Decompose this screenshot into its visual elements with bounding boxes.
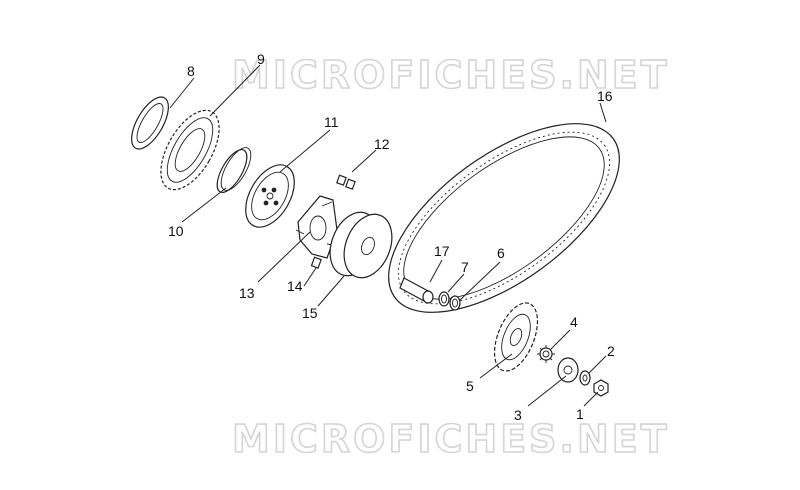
part-14-roller	[310, 256, 322, 269]
callout-16: 16	[597, 88, 613, 104]
callout-15: 15	[302, 305, 318, 321]
callout-17: 17	[434, 243, 450, 259]
callout-5: 5	[466, 378, 474, 394]
part-17-bushing	[399, 277, 434, 304]
callout-4: 4	[570, 314, 578, 330]
watermark-bottom: MICROFICHES.NET	[232, 417, 670, 461]
callout-6: 6	[497, 245, 505, 261]
part-15-pulley-cup	[329, 211, 393, 279]
leader-lines	[169, 64, 607, 407]
part-5-fan-pulley	[493, 302, 539, 372]
part-6-ring	[449, 295, 461, 311]
callout-labels: 8 9 10 11 12 13 14 15 16 17 7 6 4 5 3 2 …	[168, 51, 615, 423]
part-3-clutch-nut	[557, 357, 579, 383]
part-4-star-washer	[537, 345, 555, 363]
callout-9: 9	[257, 51, 265, 67]
callout-12: 12	[374, 136, 390, 152]
callout-10: 10	[168, 223, 184, 239]
part-7-ring	[438, 291, 450, 307]
part-16-drive-belt	[388, 123, 620, 313]
callout-1: 1	[576, 406, 584, 422]
callout-7: 7	[461, 259, 469, 275]
part-9-gear-ring	[160, 109, 220, 191]
callout-13: 13	[239, 285, 255, 301]
part-10-roller-ring	[216, 147, 252, 193]
callout-14: 14	[287, 278, 303, 294]
part-11-ramp-plate	[245, 164, 295, 228]
watermark-top: MICROFICHES.NET	[232, 53, 670, 97]
callout-3: 3	[514, 407, 522, 423]
part-2-washer	[579, 370, 591, 386]
callout-11: 11	[324, 114, 339, 130]
part-12-sliders	[336, 174, 356, 190]
part-8-seal-ring	[131, 96, 169, 150]
callout-2: 2	[607, 343, 615, 359]
callout-8: 8	[187, 63, 195, 79]
